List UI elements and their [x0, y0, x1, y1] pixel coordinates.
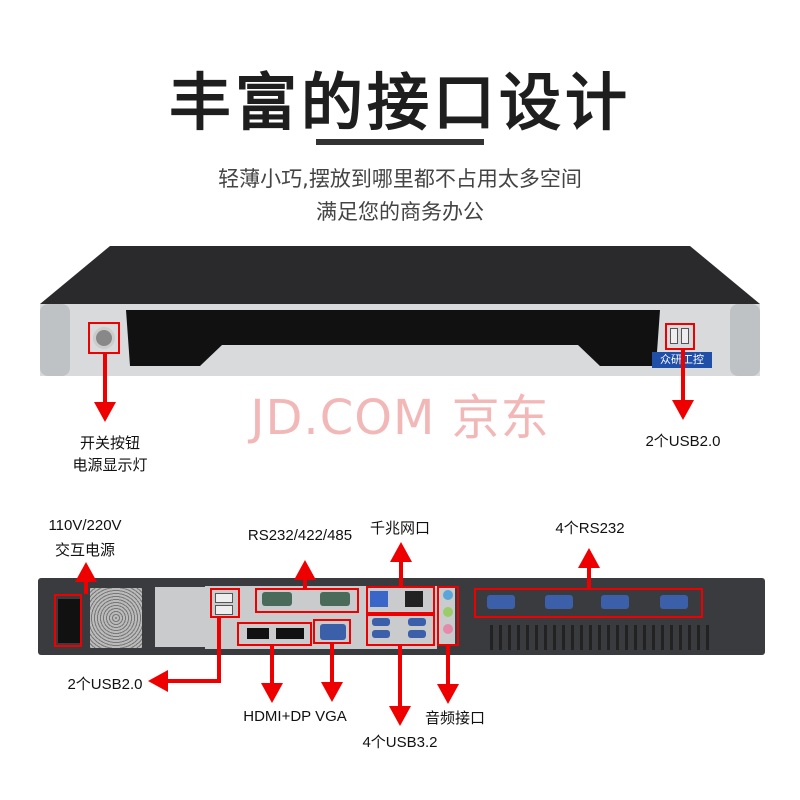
arrow-up-icon [390, 542, 412, 562]
power-inlet-highlight [54, 594, 82, 647]
arrow-line [84, 580, 88, 594]
arrow-down-icon [94, 402, 116, 422]
arrow-line [681, 350, 685, 402]
arrow-up-icon [578, 548, 600, 568]
page-title: 丰富的接口设计 [168, 66, 631, 139]
arrow-line [587, 566, 591, 588]
arrow-line [399, 560, 403, 588]
power-ac-label: 交互电源 [54, 542, 115, 559]
lan-label: 千兆网口 [369, 520, 430, 537]
lan-highlight [366, 586, 435, 614]
arrow-left-icon [148, 670, 168, 692]
arrow-down-icon [321, 682, 343, 702]
com-highlight [255, 588, 359, 613]
video-label: HDMI+DP VGA [243, 708, 347, 725]
arrow-line [446, 646, 450, 686]
audio-label: 音频接口 [424, 710, 485, 727]
arrow-line [330, 644, 334, 684]
hdmi-dp-highlight [237, 622, 312, 646]
arrow-down-icon [672, 400, 694, 420]
arrow-up-icon [294, 560, 316, 580]
ac-power-inlet [58, 599, 80, 643]
arrow-line [270, 646, 274, 686]
arrow-line [398, 646, 402, 708]
watermark: JD.COM 京东 [250, 390, 550, 446]
power-button-highlight [88, 322, 120, 354]
rs232-highlight [474, 588, 703, 618]
usb3-highlight [366, 614, 435, 646]
subtitle-line-1: 轻薄小巧,摆放到哪里都不占用太多空间 [218, 167, 582, 191]
arrow-up-icon [75, 562, 97, 582]
arrow-line [103, 354, 107, 404]
power-led-label: 电源显示灯 [72, 457, 148, 474]
title-underline [316, 139, 484, 145]
arrow-down-icon [437, 684, 459, 704]
rear-usb2-label: 2个USB2.0 [67, 676, 143, 693]
com-label: RS232/422/485 [247, 527, 353, 544]
subtitle-line-2: 满足您的商务办公 [316, 200, 484, 224]
arrow-line [217, 618, 221, 683]
arrow-down-icon [389, 706, 411, 726]
power-voltage-label: 110V/220V [48, 517, 122, 534]
power-button[interactable] [93, 327, 115, 349]
arrow-line [303, 578, 307, 588]
front-usb-highlight [665, 323, 695, 350]
rs232-label: 4个RS232 [555, 520, 625, 537]
audio-highlight [437, 586, 459, 646]
vga-highlight [313, 619, 351, 644]
usb3-label: 4个USB3.2 [362, 734, 438, 751]
arrow-line [166, 679, 220, 683]
arrow-down-icon [261, 683, 283, 703]
front-usb-port [681, 328, 689, 344]
power-button-label: 开关按钮 [79, 435, 140, 452]
rear-usb2-highlight [210, 588, 240, 618]
front-usb-port [670, 328, 678, 344]
front-usb-label: 2个USB2.0 [645, 433, 721, 450]
